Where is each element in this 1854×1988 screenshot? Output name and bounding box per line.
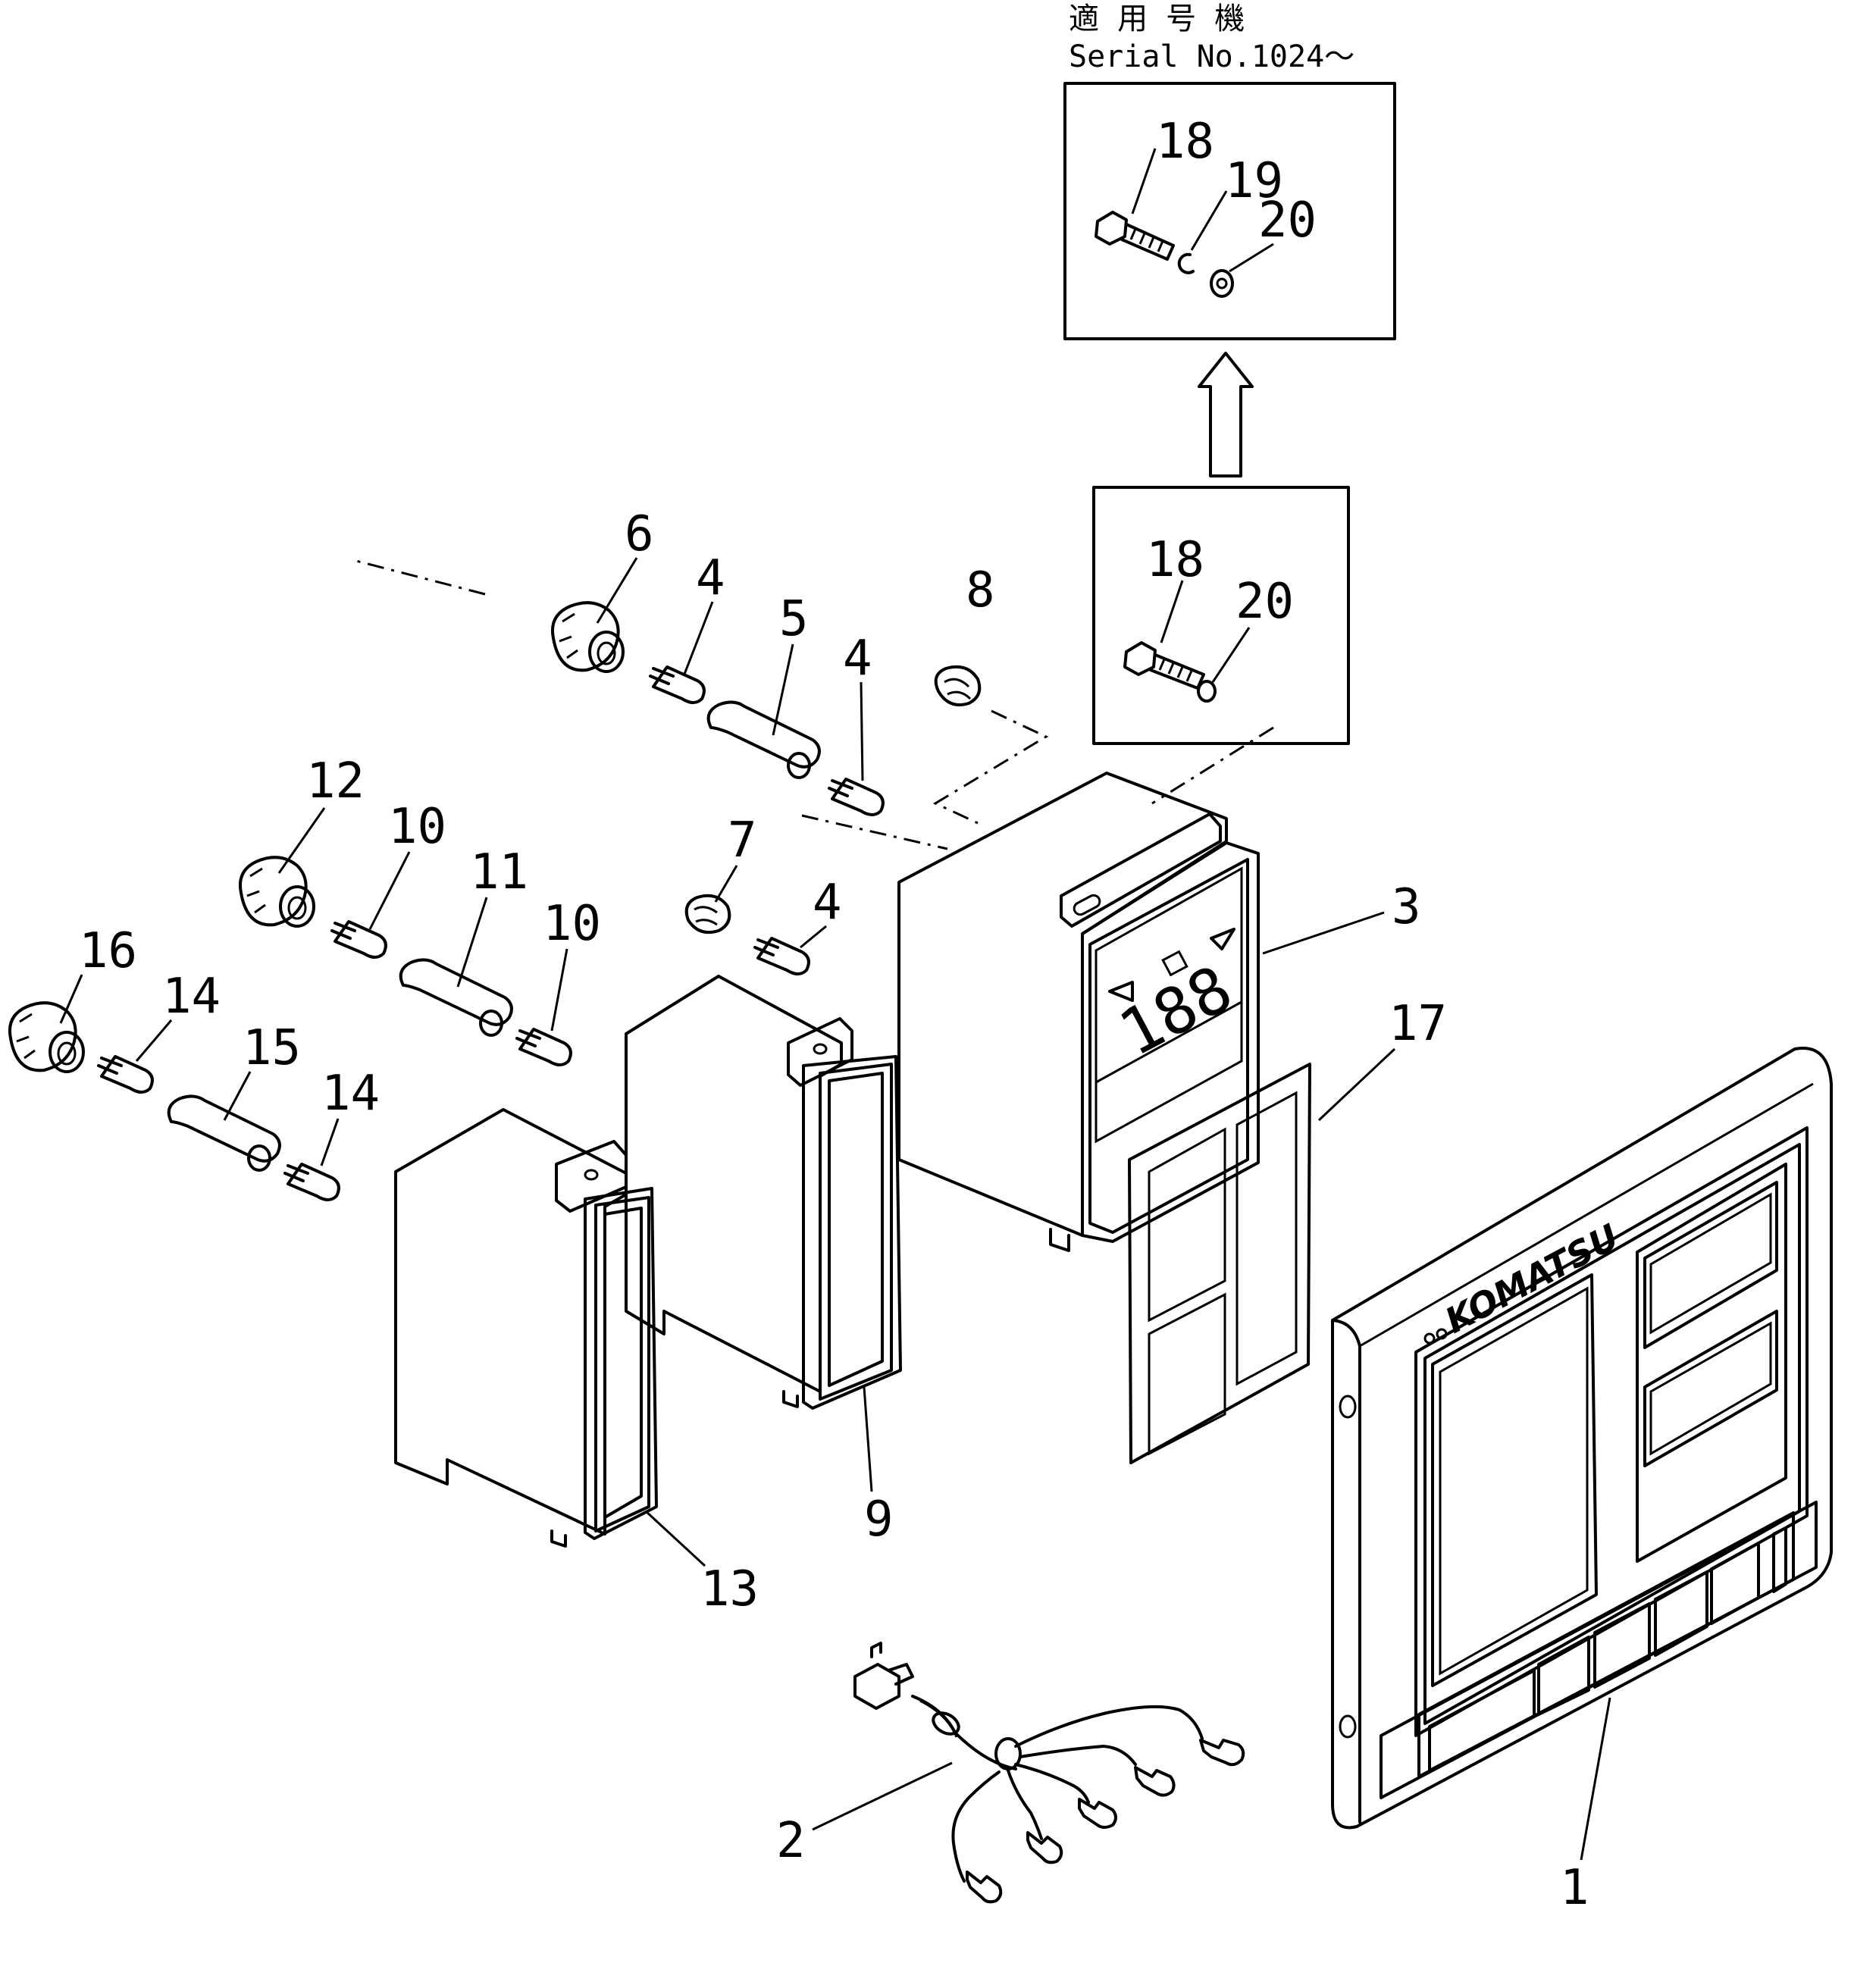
socket-15	[167, 1094, 281, 1172]
callout-4-mid: 4	[843, 631, 872, 687]
callout-6: 6	[625, 506, 654, 562]
display-digits: 188	[1107, 951, 1244, 1071]
serial-header-serial: Serial No.1024～	[1069, 39, 1354, 74]
connector-plug-e	[966, 1871, 1003, 1904]
connector-plug-d	[1026, 1831, 1063, 1864]
callout-4-low: 4	[813, 875, 842, 931]
callout-18-serial: 18	[1156, 114, 1214, 170]
bulb-10-left	[330, 920, 387, 959]
callout-17: 17	[1389, 996, 1447, 1052]
callout-14-right: 14	[321, 1066, 380, 1122]
gasket-17	[1128, 1063, 1311, 1464]
right-arrow-icon	[1210, 928, 1235, 950]
bulb-10-right	[515, 1028, 572, 1066]
arrow-up-icon	[1198, 352, 1254, 477]
callout-9: 9	[864, 1492, 894, 1548]
callout-7: 7	[728, 812, 757, 869]
left-arrow-icon	[1108, 981, 1134, 1002]
callout-8: 8	[966, 562, 995, 618]
connector-plug-c	[1078, 1798, 1117, 1829]
callout-15: 15	[243, 1020, 301, 1076]
bolt-18-inset-top	[1095, 211, 1175, 261]
serial-header-jp: 適 用 号 機	[1069, 2, 1245, 36]
callout-20-serial: 20	[1258, 193, 1317, 249]
bulb-14-right	[283, 1163, 340, 1201]
callout-11: 11	[470, 844, 528, 900]
connector-plug-b	[1134, 1766, 1176, 1797]
knob-16	[8, 1001, 85, 1073]
washer-20-lower-icon	[1197, 680, 1217, 703]
grommet-8	[934, 665, 982, 706]
bolt-18-inset-lower	[1123, 641, 1205, 690]
callout-5: 5	[779, 591, 809, 647]
callout-10-right: 10	[543, 896, 601, 952]
knob-12	[239, 856, 315, 928]
callout-12: 12	[306, 753, 365, 809]
washer-20-icon	[1210, 269, 1234, 298]
inset-box-standard	[1092, 486, 1350, 745]
guide-line-6	[355, 559, 486, 596]
callout-18-standard: 18	[1146, 532, 1204, 588]
bulb-4-mid	[828, 778, 885, 816]
socket-5	[706, 700, 821, 779]
callout-16: 16	[79, 923, 137, 979]
callout-1: 1	[1560, 1860, 1589, 1916]
spring-washer-19-icon	[1177, 252, 1195, 274]
bulb-14-left	[97, 1055, 154, 1094]
monitor-3: 188	[897, 772, 1260, 1252]
guide-line-8	[932, 709, 1049, 825]
bulb-4-low	[753, 937, 810, 975]
socket-11	[399, 958, 513, 1037]
callout-2: 2	[776, 1813, 806, 1869]
brand-logo: KOMATSU	[1439, 1216, 1626, 1341]
module-9	[625, 975, 902, 1410]
guide-line-4	[801, 814, 948, 850]
grommet-7	[684, 894, 731, 935]
callout-14-left: 14	[162, 969, 221, 1025]
knob-6	[551, 601, 625, 673]
inset-box-serial-variant	[1063, 82, 1396, 340]
callout-13: 13	[700, 1561, 759, 1617]
callout-10-left: 10	[388, 799, 446, 855]
front-panel-1: KOMATSU	[1331, 1047, 1833, 1830]
wiring-harness-2	[853, 1642, 1245, 1904]
connector-plug-a	[1199, 1739, 1245, 1767]
module-13	[394, 1108, 658, 1548]
callout-3: 3	[1392, 879, 1421, 935]
bulb-4-top	[649, 665, 706, 704]
callout-19: 19	[1225, 153, 1283, 209]
callout-20-standard: 20	[1235, 574, 1294, 630]
guide-line-18	[1151, 726, 1274, 805]
callout-4-top: 4	[696, 550, 725, 606]
